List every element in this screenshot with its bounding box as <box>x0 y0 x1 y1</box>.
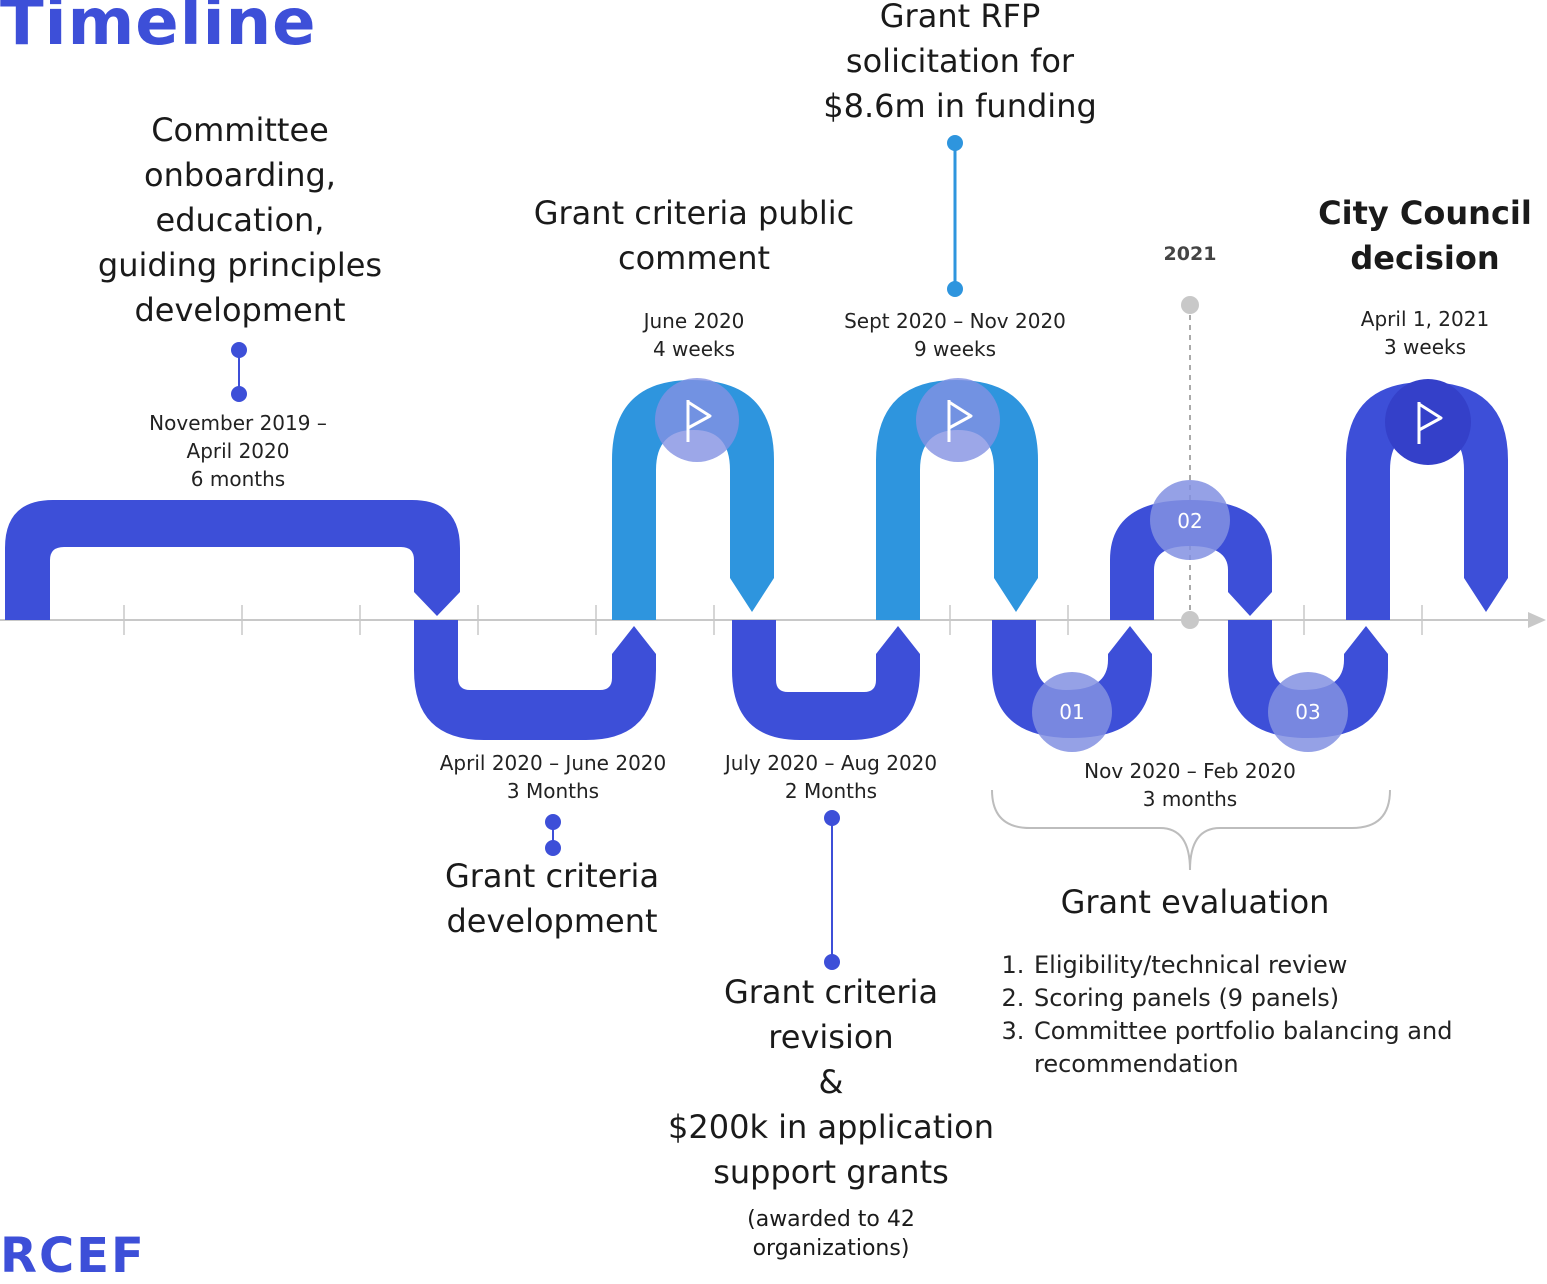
phase-2-ribbon <box>414 620 656 740</box>
phase-1-title: Committee onboarding, education, guiding… <box>97 111 383 329</box>
phase-1-ribbon <box>5 500 460 620</box>
step-circle-03 <box>1268 672 1348 752</box>
phase-4-ribbon <box>732 620 920 740</box>
page-title: Timeline <box>0 0 317 60</box>
milestone-circle-final <box>1385 379 1471 465</box>
evaluation-brace <box>991 789 1391 871</box>
phase-4-dates: July 2020 – Aug 2020 2 Months <box>724 751 938 803</box>
step-circle-02 <box>1150 480 1230 560</box>
year-marker-dot <box>1181 611 1199 629</box>
step-label-03: 03 <box>1295 700 1321 724</box>
connector-phase-2 <box>545 814 561 856</box>
phase-6-ribbon-a <box>992 620 1152 738</box>
phase-6-ribbon-b <box>1110 500 1272 620</box>
evaluation-step: Scoring panels (9 panels) <box>1032 982 1492 1015</box>
phase-5-dates: Sept 2020 – Nov 2020 9 weeks <box>844 309 1066 361</box>
phase-2-title: Grant criteria development <box>444 857 660 940</box>
connector-phase-4 <box>824 810 840 970</box>
phase-7-dates: April 1, 2021 3 weeks <box>1360 307 1490 359</box>
connector-phase-1 <box>231 342 247 402</box>
axis-ticks <box>123 605 1423 635</box>
year-marker-dot <box>1181 296 1199 314</box>
flag-icon <box>947 400 973 442</box>
evaluation-step: Committee portfolio balancing and recomm… <box>1032 1015 1492 1081</box>
phase-6-ribbon-c <box>1228 620 1388 738</box>
step-circle-01 <box>1032 672 1112 752</box>
phase-4-note: (awarded to 42 organizations) <box>747 1207 915 1261</box>
step-label-01: 01 <box>1059 700 1085 724</box>
evaluation-step: Eligibility/technical review <box>1032 949 1492 982</box>
flag-icon <box>1417 402 1443 444</box>
phase-3-title: Grant criteria public comment <box>533 194 855 277</box>
phase-4-title: Grant criteria revision & $200k in appli… <box>668 973 994 1191</box>
step-label-02: 02 <box>1177 509 1203 533</box>
phase-5-title: Grant RFP solicitation for $8.6m in fund… <box>823 0 1097 125</box>
evaluation-steps-list: Eligibility/technical review Scoring pan… <box>1000 949 1492 1081</box>
axis-arrow-icon <box>1528 612 1546 628</box>
milestone-circle <box>655 378 739 462</box>
year-marker-label: 2021 <box>1163 243 1217 265</box>
phase-2-dates: April 2020 – June 2020 3 Months <box>439 751 667 803</box>
flag-icon <box>686 400 712 442</box>
milestone-circle <box>916 378 1000 462</box>
phase-7-title: City Council decision <box>1318 194 1532 277</box>
phase-5-ribbon <box>876 380 1038 620</box>
phase-6-dates: Nov 2020 – Feb 2020 3 months <box>1084 759 1296 811</box>
phase-6-title: Grant evaluation <box>1060 883 1330 921</box>
phase-3-dates: June 2020 4 weeks <box>643 309 745 361</box>
phase-1-dates: November 2019 – April 2020 6 months <box>149 411 327 491</box>
phase-7-ribbon <box>1346 382 1508 620</box>
connector-phase-5 <box>947 135 963 297</box>
